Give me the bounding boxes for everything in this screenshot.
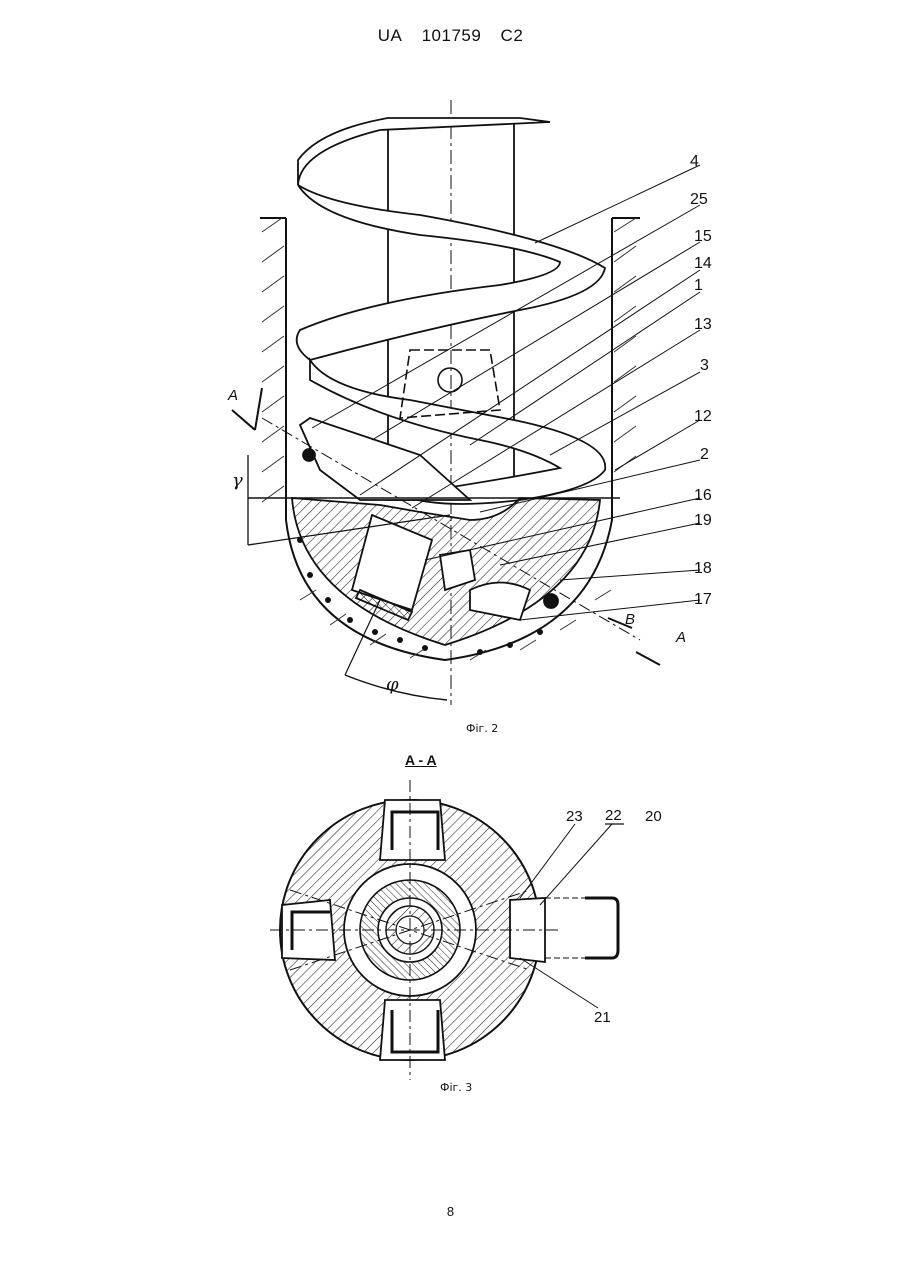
callout-22: 22 [605, 807, 622, 824]
u-clip-20 [585, 898, 618, 958]
page-number: 8 [0, 1204, 901, 1219]
figure-3-caption: Фіг. 3 [440, 1081, 472, 1094]
figure-3-drawing: 23 22 20 21 [0, 0, 901, 1100]
callout-20: 20 [645, 808, 662, 825]
callout-21: 21 [594, 1009, 611, 1026]
callout-23: 23 [566, 808, 583, 825]
